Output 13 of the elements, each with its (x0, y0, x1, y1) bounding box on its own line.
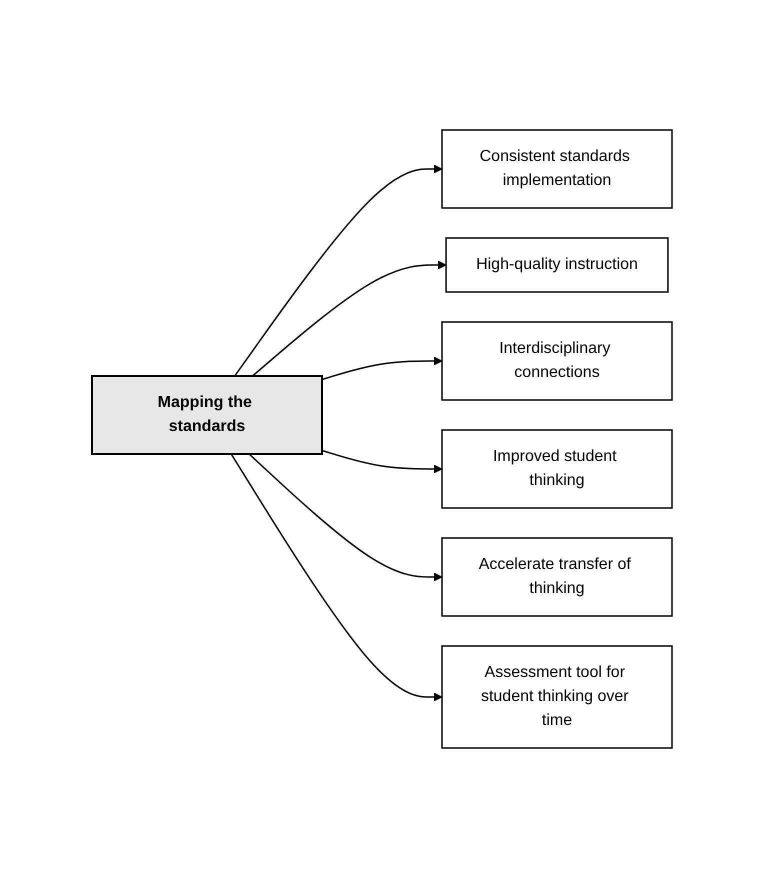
arrow (252, 260, 446, 377)
arrow (234, 164, 442, 376)
arrow (248, 453, 442, 582)
arrow (321, 450, 442, 474)
arrow (321, 356, 442, 380)
node-box: Consistent standards implementation (440, 129, 672, 209)
node-box: Interdisciplinary connections (440, 321, 672, 401)
node-box: Mapping the standards (90, 375, 322, 455)
node-box: Assessment tool for student thinking over time (440, 645, 672, 749)
node-box: Improved student thinking (440, 429, 672, 509)
node-box: High-quality instruction (444, 237, 668, 293)
arrow (230, 454, 442, 702)
node-box: Accelerate transfer of thinking (440, 537, 672, 617)
